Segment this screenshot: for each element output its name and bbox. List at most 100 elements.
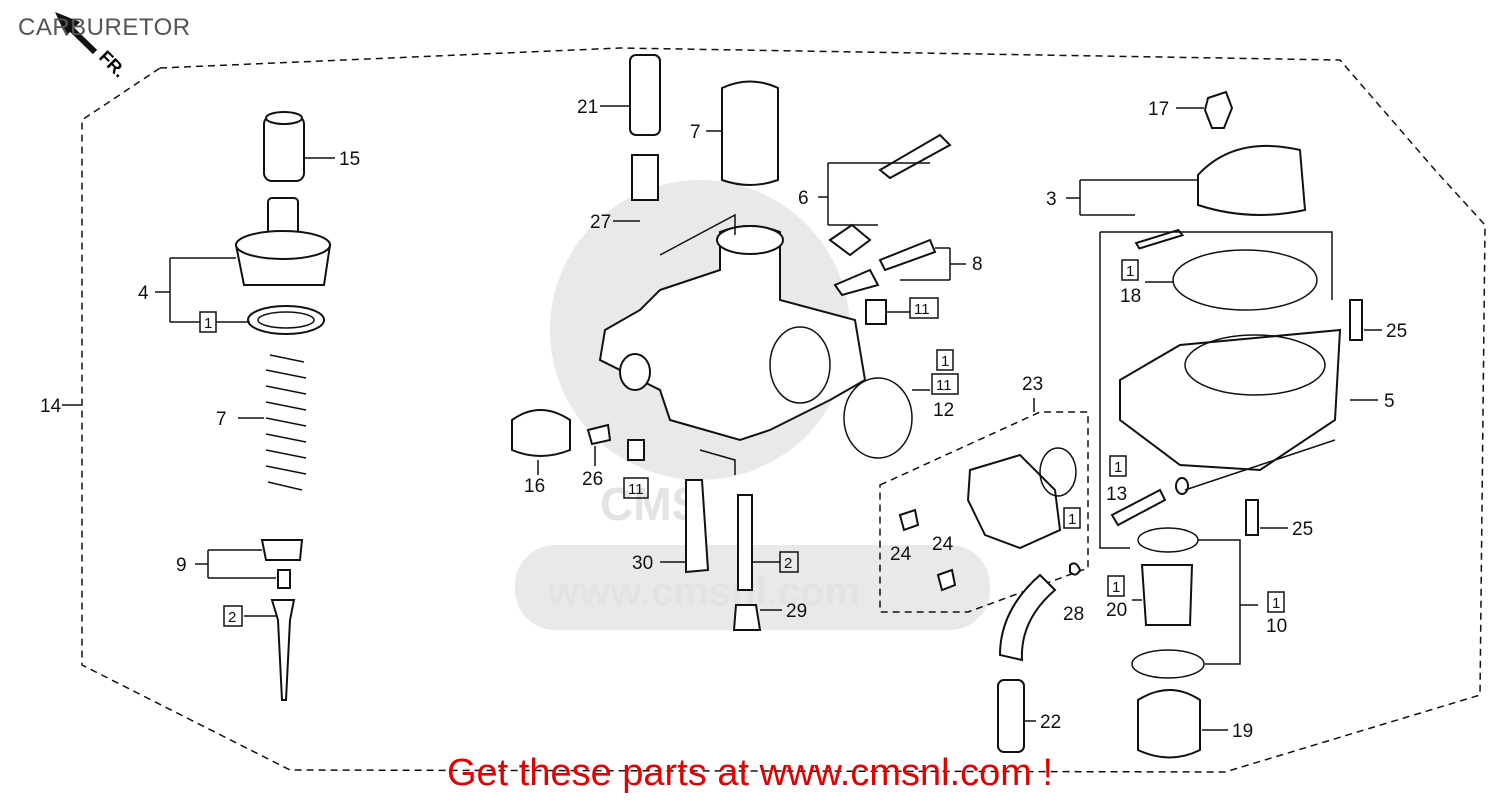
- part-23-pump-seal: [1039, 447, 1077, 497]
- part-21-hose: [631, 154, 659, 201]
- part-15-top: [265, 111, 303, 125]
- part-1-gasket-inner: [257, 311, 315, 329]
- part-26-screw: [586, 423, 612, 446]
- part-carb-outlet: [769, 326, 831, 404]
- part-11-nut: [865, 299, 887, 325]
- part-1-gasket: [247, 305, 325, 335]
- callout-7-sleeve: 7: [690, 122, 701, 143]
- throttle-assembly: [234, 111, 332, 701]
- part-23-pump: [966, 453, 1062, 550]
- part-3-float: [1197, 144, 1307, 216]
- callout-6: 6: [798, 188, 809, 209]
- callout-3: 3: [1046, 189, 1057, 210]
- callout-11-clip: 11: [628, 481, 644, 498]
- part-6-screw: [878, 133, 952, 180]
- part-11-clip: [627, 439, 645, 461]
- part-10-oring-bottom: [1131, 649, 1205, 679]
- part-28-clip: [1069, 562, 1082, 576]
- callout-16: 16: [524, 476, 545, 497]
- callout-17: 17: [1148, 99, 1169, 120]
- callout-2-box: 2: [228, 609, 236, 626]
- part-21-pipe: [629, 54, 661, 136]
- callout-24-a: 24: [890, 544, 912, 565]
- callout-10-box: 1: [1272, 595, 1280, 612]
- part-16-cap: [511, 409, 571, 457]
- callout-18-box: 1: [1126, 263, 1134, 280]
- callout-8: 8: [972, 254, 983, 275]
- part-13-washer: [1175, 477, 1189, 495]
- right-callouts: 17 3 1 18 25 5 23 1 24 24 28 1 13 25 1 2…: [879, 99, 1407, 742]
- callout-13-box: 1: [1114, 459, 1122, 476]
- part-17-valve: [1203, 90, 1234, 129]
- callout-10: 10: [1266, 616, 1287, 637]
- carburetor-body: [511, 54, 952, 631]
- part-12-oring: [843, 377, 913, 459]
- callout-23: 23: [1022, 374, 1043, 395]
- callout-20-box: 1: [1112, 579, 1120, 596]
- part-7-sleeve: [721, 80, 779, 186]
- callout-4-box: 1: [204, 315, 212, 332]
- callout-25-top: 25: [1386, 321, 1407, 342]
- callout-5: 5: [1384, 391, 1395, 412]
- part-24-screw-a: [898, 508, 920, 532]
- float-chamber-assembly: [1099, 90, 1363, 759]
- callout-18: 18: [1120, 286, 1141, 307]
- watermark-url: www.cmsnl.com: [547, 570, 860, 614]
- part-25-screw-top: [1349, 299, 1363, 341]
- part-22-hose: [997, 679, 1025, 753]
- callout-1-box-12: 1: [941, 353, 949, 370]
- part-22-hose-upper: [998, 573, 1057, 662]
- part-carb-top-bore: [716, 225, 784, 255]
- footer-link[interactable]: Get these parts at www.cmsnl.com !: [446, 752, 1054, 794]
- direction-label: FR.: [95, 47, 130, 82]
- part-2-needle: [270, 599, 296, 701]
- part-4-rim: [235, 230, 331, 260]
- part-29-jet: [732, 604, 762, 631]
- callout-13: 13: [1106, 484, 1127, 505]
- part-2-needle-jet: [737, 494, 753, 591]
- part-7-spring: [265, 354, 307, 491]
- part-24-screw-b: [936, 568, 957, 592]
- part-15-cap: [263, 115, 305, 182]
- callout-9: 9: [176, 555, 187, 576]
- callout-2-needle-jet: 2: [784, 555, 792, 572]
- callout-29: 29: [786, 601, 807, 622]
- part-8-screw: [878, 238, 937, 272]
- part-10-oring-top: [1137, 527, 1199, 553]
- part-8-spring: [833, 268, 880, 297]
- callout-30: 30: [632, 553, 653, 574]
- callout-21: 21: [577, 97, 598, 118]
- part-22-hose-group: 22: [997, 573, 1061, 753]
- callout-14: 14: [40, 396, 62, 417]
- callout-1-pump: 1: [1068, 511, 1076, 528]
- callout-20: 20: [1106, 600, 1127, 621]
- callout-25-bottom: 25: [1292, 519, 1313, 540]
- callout-19: 19: [1232, 721, 1253, 742]
- part-6-spring: [828, 223, 872, 257]
- part-20-filter: [1140, 564, 1194, 626]
- callout-24-b: 24: [932, 534, 954, 555]
- left-callouts: 15 4 1 14 7 9 2: [40, 149, 360, 627]
- callout-26: 26: [582, 469, 603, 490]
- callout-15: 15: [339, 149, 360, 170]
- part-carb-idle-screw: [619, 353, 651, 391]
- part-25-screw-bottom: [1245, 499, 1259, 536]
- callout-12: 12: [933, 400, 954, 421]
- callout-11-nut: 11: [914, 301, 930, 318]
- arrow-head-icon: [55, 12, 80, 36]
- callout-22: 22: [1040, 712, 1061, 733]
- center-callouts: 21 7 27 6 8 11 1 11 12 16 26 11 30 2 29: [524, 97, 983, 622]
- part-18-gasket: [1172, 249, 1318, 311]
- part-3-pin: [1134, 228, 1185, 250]
- part-9-clip: [260, 539, 304, 561]
- part-30-jet-tube: [685, 479, 710, 574]
- callout-27: 27: [590, 212, 611, 233]
- part-5-chamber-rim: [1184, 334, 1326, 396]
- assembly-boundary: [81, 47, 1486, 773]
- page-title: CARBURETOR: [18, 14, 191, 41]
- callout-4: 4: [138, 283, 149, 304]
- part-9-nut: [277, 569, 291, 589]
- part-19-drain-cap: [1137, 689, 1201, 759]
